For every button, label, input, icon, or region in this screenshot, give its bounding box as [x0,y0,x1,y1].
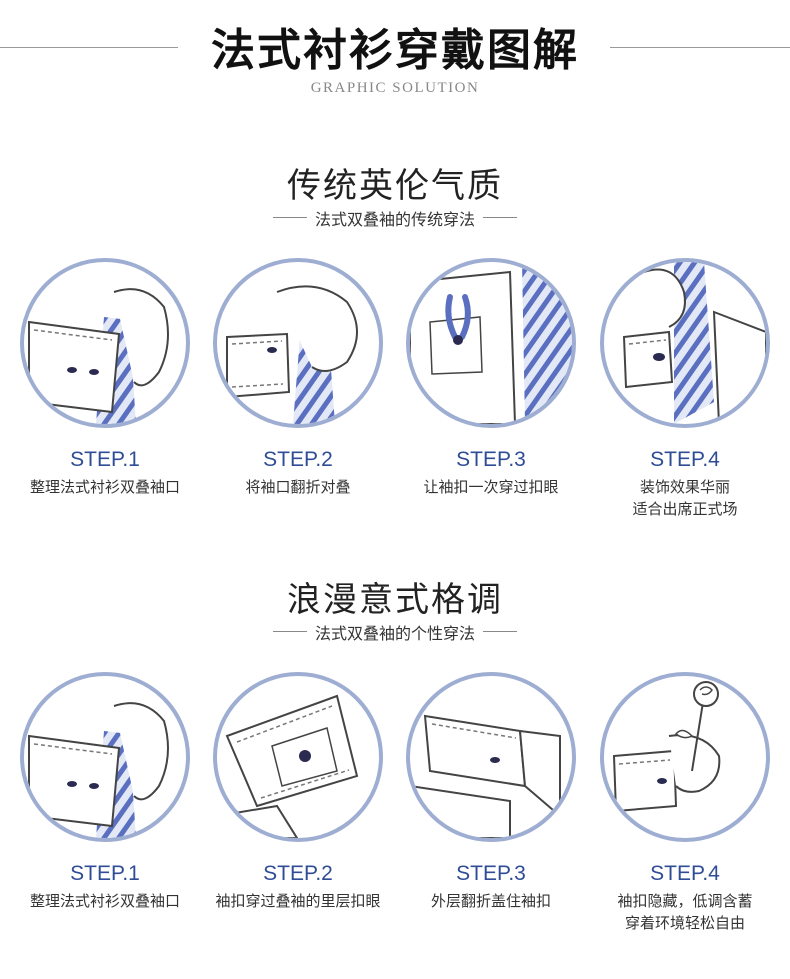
header-line-left [0,47,178,48]
step-label: STEP.2 [263,862,333,885]
step-description: 袖扣隐藏，低调含蓄 穿着环境轻松自由 [617,892,753,932]
section-2-subtitle: 法式双叠袖的个性穿法 [314,623,475,643]
divider [483,631,517,632]
cuff-illustration-image [213,672,383,842]
cuff-illustration-image [20,672,190,842]
page-title: 法式衬衫穿戴图解 [211,25,579,76]
step-label: STEP.2 [263,448,333,471]
rose-cuff-illustration-image [600,672,770,842]
section-1-step-3: STEP.3 让袖扣一次穿过扣眼 [396,258,586,498]
step-description: 外层翻折盖住袖扣 [430,892,551,910]
cuff-illustration-image [213,258,383,428]
section-2-step-1: STEP.1 整理法式衬衫双叠袖口 [10,672,200,912]
divider [483,217,517,218]
section-2-subtitle-row: 法式双叠袖的个性穿法 [0,617,790,644]
section-1-subtitle-row: 法式双叠袖的传统穿法 [0,203,790,230]
step-description: 将袖口翻折对叠 [245,478,351,496]
cuff-illustration-image [406,672,576,842]
cufflink-illustration-image [406,258,576,428]
page-subtitle: GRAPHIC SOLUTION [310,80,480,96]
step-label: STEP.3 [456,862,526,885]
step-description: 整理法式衬衫双叠袖口 [29,478,180,496]
step-label: STEP.4 [650,448,720,471]
section-2-step-3: STEP.3 外层翻折盖住袖扣 [396,672,586,912]
step-label: STEP.3 [456,448,526,471]
step-description: 装饰效果华丽 适合出席正式场 [632,478,738,518]
step-label: STEP.1 [70,862,140,885]
step-description: 袖扣穿过叠袖的里层扣眼 [215,892,381,910]
section-2-title: 浪漫意式格调 [287,580,503,620]
step-label: STEP.4 [650,862,720,885]
header-line-right [610,47,790,48]
section-2-step-4: STEP.4 袖扣隐藏，低调含蓄 穿着环境轻松自由 [590,672,780,934]
cuff-illustration-image [20,258,190,428]
section-1-step-2: STEP.2 将袖口翻折对叠 [203,258,393,498]
section-1-subtitle: 法式双叠袖的传统穿法 [314,209,475,229]
section-1-step-1: STEP.1 整理法式衬衫双叠袖口 [10,258,200,498]
section-1-title: 传统英伦气质 [287,166,503,206]
step-description: 让袖扣一次穿过扣眼 [423,478,559,496]
step-description: 整理法式衬衫双叠袖口 [29,892,180,910]
section-1-step-4: STEP.4 装饰效果华丽 适合出席正式场 [590,258,780,520]
divider [272,217,307,218]
section-2-step-2: STEP.2 袖扣穿过叠袖的里层扣眼 [203,672,393,912]
step-label: STEP.1 [70,448,140,471]
cuff-illustration-image [600,258,770,428]
divider [272,631,307,632]
